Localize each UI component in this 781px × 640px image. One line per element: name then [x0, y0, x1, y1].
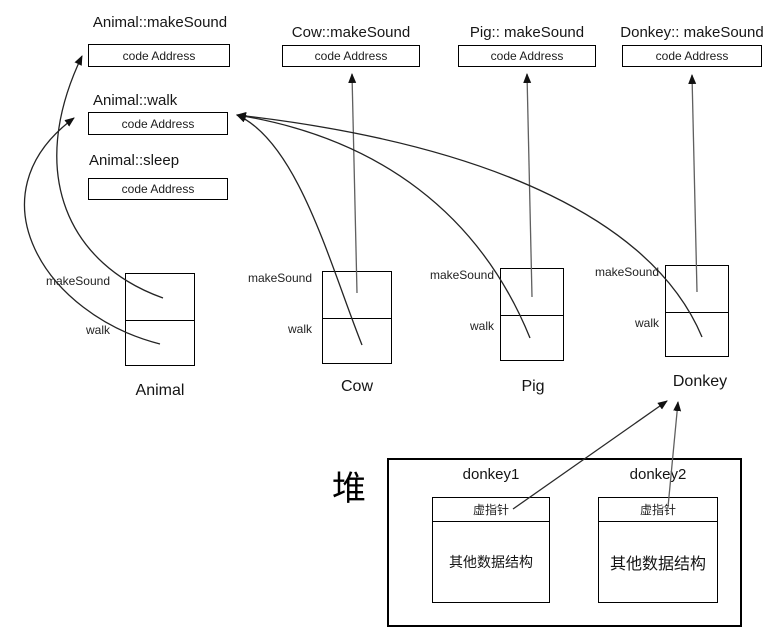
slot-label-donkey-walk: walk [634, 316, 659, 330]
arrow-pig-slot-makesound [523, 73, 533, 298]
fn-box-pig-makesound: code Address [458, 45, 596, 67]
fn-title-animal-walk: Animal::walk [93, 92, 178, 109]
code-address-label: code Address [314, 49, 388, 63]
vtable-name-animal: Animal [135, 382, 185, 399]
slot-label-pig-walk: walk [469, 319, 494, 333]
heap-label: 堆 [332, 470, 366, 508]
vtable-name-cow: Cow [340, 378, 373, 395]
arrow-cow-slot-makesound [348, 73, 358, 294]
vtable-divider [501, 315, 563, 316]
slot-label-donkey-makesound: makeSound [594, 265, 659, 279]
fn-title-animal-sleep: Animal::sleep [89, 152, 180, 169]
slot-label-animal-walk: walk [85, 323, 110, 337]
vtable-divider [666, 312, 728, 313]
vtable-divider [126, 320, 194, 321]
fn-title-cow-makesound: Cow::makeSound [291, 24, 411, 41]
fn-box-animal-sleep: code Address [88, 178, 228, 200]
vtable-donkey [665, 265, 729, 357]
vtable-name-donkey: Donkey [672, 373, 728, 390]
vtable-cow [322, 271, 392, 364]
vtable-pig [500, 268, 564, 361]
slot-label-animal-makesound: makeSound [45, 274, 110, 288]
object-data-donkey2: 其他数据结构 [609, 556, 706, 573]
slot-label-cow-walk: walk [287, 322, 312, 336]
code-address-label: code Address [122, 48, 196, 63]
vtable-animal [125, 273, 195, 366]
object-name-donkey1: donkey1 [462, 466, 520, 483]
fn-box-animal-makesound: code Address [88, 44, 230, 67]
arrow-donkey-slot-walk [236, 112, 703, 338]
vptr-cell-donkey1: 虚指针 [433, 498, 549, 522]
vtable-divider [323, 318, 391, 319]
code-address-label: code Address [490, 49, 564, 63]
object-name-donkey2: donkey2 [629, 466, 687, 483]
code-address-label: code Address [121, 182, 195, 196]
fn-title-animal-makesound: Animal::makeSound [92, 14, 228, 31]
fn-box-cow-makesound: code Address [282, 45, 420, 67]
slot-label-cow-makesound: makeSound [247, 271, 312, 285]
fn-box-animal-walk: code Address [88, 112, 228, 135]
fn-title-donkey-makesound: Donkey:: makeSound [620, 24, 764, 41]
object-box-donkey1: 虚指针 其他数据结构 [432, 497, 550, 603]
slot-label-pig-makesound: makeSound [429, 268, 494, 282]
code-address-label: code Address [655, 49, 729, 63]
object-data-donkey1: 其他数据结构 [449, 554, 533, 570]
vtable-name-pig: Pig [521, 378, 545, 395]
object-box-donkey2: 虚指针 其他数据结构 [598, 497, 718, 603]
fn-box-donkey-makesound: code Address [622, 45, 762, 67]
arrow-donkey-slot-makesound [688, 74, 698, 293]
vptr-cell-donkey2: 虚指针 [599, 498, 717, 522]
code-address-label: code Address [121, 116, 195, 131]
fn-title-pig-makesound: Pig:: makeSound [469, 24, 585, 41]
